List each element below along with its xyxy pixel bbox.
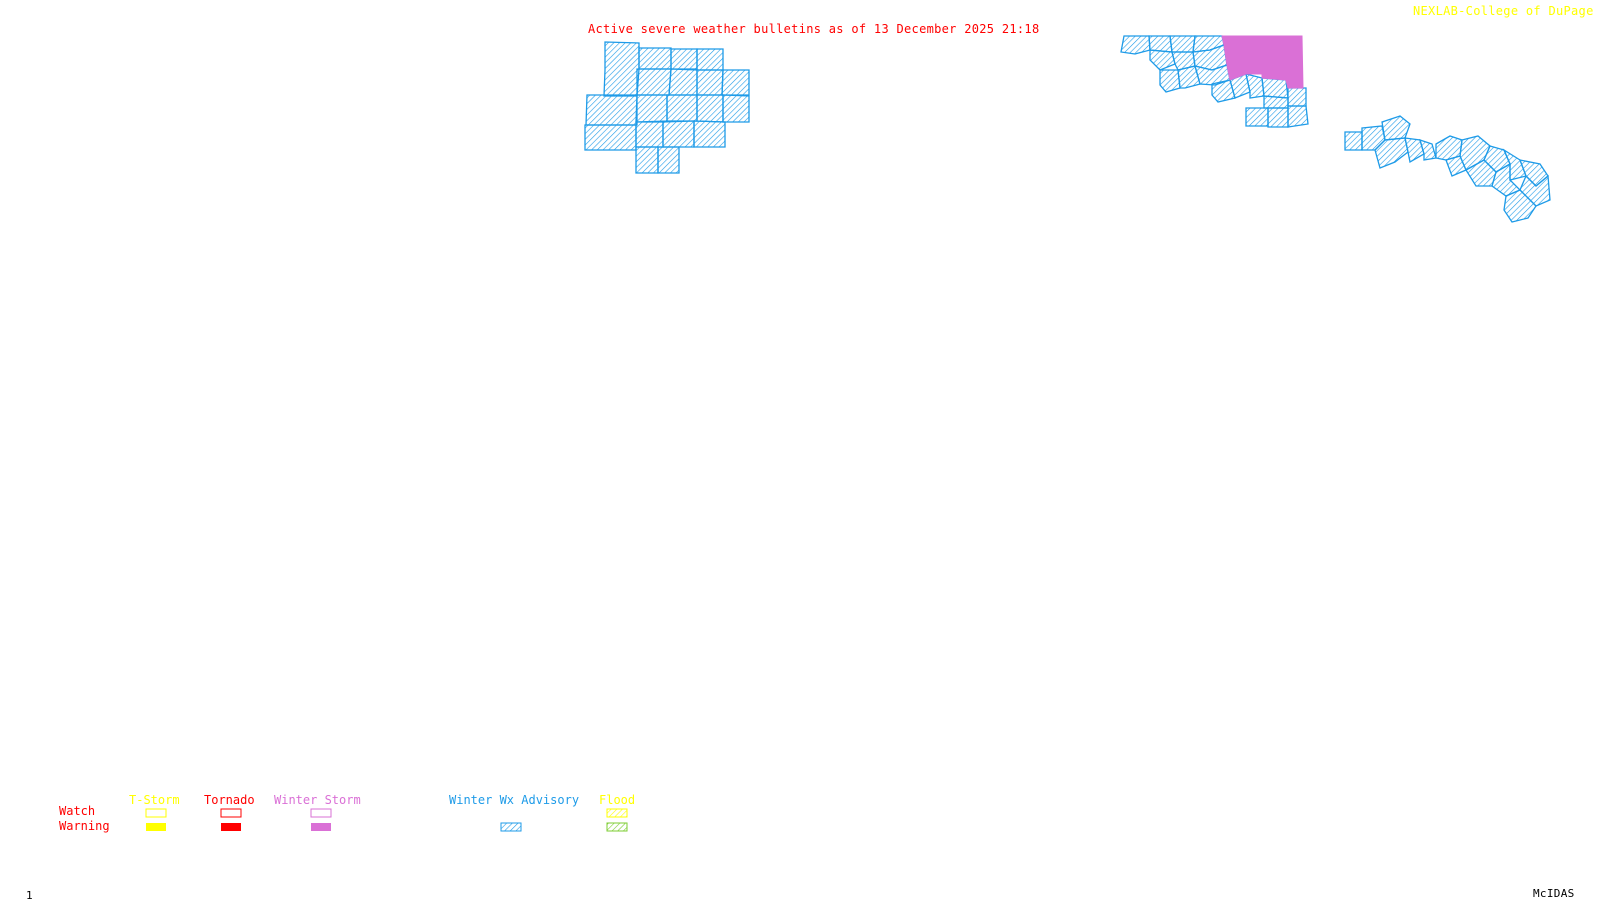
bulletin-title: Active severe weather bulletins as of 13… bbox=[588, 22, 1040, 36]
legend-header-tornado: Tornado bbox=[204, 793, 255, 807]
legend-tstorm-warning-swatch bbox=[146, 823, 166, 831]
county bbox=[696, 48, 724, 71]
county bbox=[635, 121, 664, 148]
county bbox=[1287, 105, 1309, 128]
winter-storm-warning-area bbox=[1221, 35, 1304, 89]
county bbox=[585, 94, 638, 126]
county bbox=[722, 94, 750, 123]
county bbox=[1120, 35, 1151, 55]
county bbox=[696, 69, 724, 96]
county bbox=[1177, 65, 1201, 89]
county bbox=[657, 146, 680, 174]
county bbox=[1245, 107, 1269, 127]
county bbox=[638, 47, 672, 70]
credit-label: NEXLAB-College of DuPage bbox=[1413, 4, 1594, 18]
county bbox=[603, 41, 640, 97]
county bbox=[1503, 189, 1537, 223]
county bbox=[1502, 148, 1527, 181]
advisory-area-central bbox=[584, 41, 750, 174]
legend-winter-wx-advisory-warning-swatch bbox=[500, 822, 522, 832]
legend-winter-storm-warning-swatch bbox=[311, 823, 331, 831]
county bbox=[1245, 73, 1265, 99]
county bbox=[693, 120, 726, 148]
legend-header-tstorm: T-Storm bbox=[129, 793, 180, 807]
frame-number: 1 bbox=[26, 889, 33, 902]
county bbox=[1287, 87, 1307, 107]
county bbox=[1159, 69, 1181, 93]
legend-flood-watch-swatch bbox=[606, 808, 628, 818]
legend-header-flood: Flood bbox=[599, 793, 636, 807]
legend-tornado-warning-swatch bbox=[221, 823, 241, 831]
county bbox=[670, 48, 698, 70]
legend-row-warning: Warning bbox=[59, 819, 110, 833]
legend-header-winter-storm: Winter Storm bbox=[274, 793, 361, 807]
county bbox=[1267, 107, 1289, 128]
county bbox=[635, 94, 668, 123]
county bbox=[666, 94, 698, 122]
county bbox=[1263, 95, 1289, 109]
county bbox=[584, 124, 637, 151]
county bbox=[1211, 79, 1236, 103]
advisory-area-east bbox=[1344, 115, 1551, 223]
county bbox=[662, 120, 695, 148]
county bbox=[1419, 138, 1437, 161]
county bbox=[1404, 137, 1425, 164]
county bbox=[1149, 49, 1176, 71]
county bbox=[668, 68, 698, 96]
software-label: McIDAS bbox=[1533, 887, 1575, 900]
legend-tornado-watch-swatch bbox=[220, 808, 242, 818]
county bbox=[1261, 77, 1289, 99]
county bbox=[696, 94, 724, 123]
legend-winter-storm-watch-swatch bbox=[310, 808, 332, 818]
legend-swatches bbox=[145, 808, 628, 832]
legend-header-winter-wx-advisory: Winter Wx Advisory bbox=[449, 793, 580, 807]
county bbox=[635, 146, 659, 174]
county bbox=[1344, 131, 1363, 151]
legend-row-watch: Watch bbox=[59, 804, 96, 818]
county bbox=[636, 68, 672, 96]
advisory-area-northeast bbox=[1120, 35, 1309, 128]
county bbox=[1169, 35, 1196, 53]
legend-tstorm-watch-swatch bbox=[145, 808, 167, 818]
legend-flood-warning-swatch bbox=[606, 822, 628, 832]
county bbox=[721, 69, 750, 96]
county bbox=[1381, 115, 1411, 141]
